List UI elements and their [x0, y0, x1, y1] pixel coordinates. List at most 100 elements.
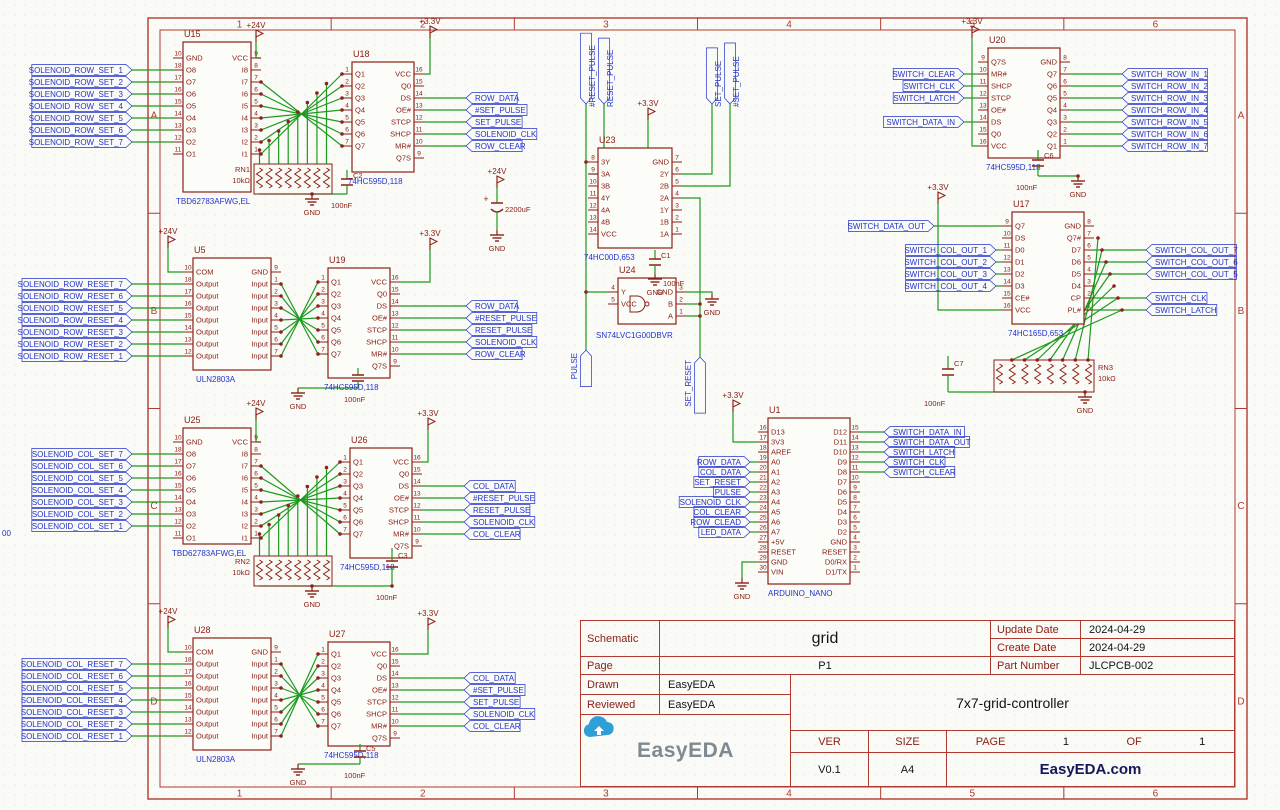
component-body[interactable]	[1011, 211, 1085, 325]
power-flag-24v[interactable]: +24V	[247, 399, 267, 420]
net-label-switch_col_out_5[interactable]: SWITCH_COL_OUT_5	[1145, 268, 1238, 280]
net-label-solenoid_row_reset_1[interactable]: SOLENOID_ROW_RESET_1	[18, 350, 133, 362]
power-flag-24v[interactable]: +24V	[247, 21, 267, 42]
net-label-#reset_pulse[interactable]: #RESET_PULSE	[580, 32, 598, 107]
net-label-switch_row_in_3[interactable]: SWITCH_ROW_IN_3	[1121, 92, 1208, 104]
wire[interactable]	[1011, 309, 1123, 361]
wire[interactable]	[741, 561, 758, 578]
power-flag-33v[interactable]: +3.3V	[637, 99, 659, 120]
net-label-set_reset[interactable]: SET_RESET	[684, 356, 706, 414]
net-label-solenoid_row_reset_7[interactable]: SOLENOID_ROW_RESET_7	[18, 278, 133, 290]
net-label-switch_latch[interactable]: SWITCH_LATCH	[883, 446, 956, 458]
component-body[interactable]	[327, 641, 391, 747]
net-label-pulse[interactable]: PULSE	[713, 486, 751, 498]
net-label-solenoid_clk[interactable]: SOLENOID_CLK	[463, 516, 536, 528]
net-label-row_clear[interactable]: ROW_CLEAR	[465, 140, 526, 152]
net-label-set_pulse[interactable]: SET_PULSE	[463, 696, 521, 708]
net-label-solenoid_clk[interactable]: SOLENOID_CLK	[678, 496, 751, 508]
net-label-solenoid_col_reset_2[interactable]: SOLENOID_COL_RESET_2	[21, 718, 133, 730]
net-label-solenoid_row_reset_6[interactable]: SOLENOID_ROW_RESET_6	[18, 290, 133, 302]
ground-flag[interactable]: GND	[304, 586, 321, 609]
component-body[interactable]	[192, 257, 272, 371]
net-label-set_pulse[interactable]: SET_PULSE	[706, 47, 724, 107]
power-flag-33v[interactable]: +3.3V	[419, 17, 441, 38]
net-label-solenoid_row_set_3[interactable]: SOLENOID_ROW_SET_3	[29, 88, 133, 100]
wire[interactable]	[682, 104, 713, 175]
net-label-col_data[interactable]: COL_DATA	[698, 466, 751, 478]
net-label-solenoid_col_set_1[interactable]: SOLENOID_COL_SET_1	[31, 520, 133, 532]
net-label-solenoid_row_set_6[interactable]: SOLENOID_ROW_SET_6	[29, 124, 133, 136]
ground-flag[interactable]: GND	[1070, 176, 1087, 199]
wire[interactable]	[260, 465, 341, 535]
net-label-solenoid_row_set_1[interactable]: SOLENOID_ROW_SET_1	[29, 64, 133, 76]
net-label-switch_col_out_7[interactable]: SWITCH_COL_OUT_7	[1145, 244, 1238, 256]
net-label-switch_clk[interactable]: SWITCH_CLK	[883, 456, 946, 468]
net-label-solenoid_col_reset_6[interactable]: SOLENOID_COL_RESET_6	[21, 670, 133, 682]
net-label-switch_data_out[interactable]: SWITCH_DATA_OUT	[848, 220, 935, 232]
net-label-switch_row_in_5[interactable]: SWITCH_ROW_IN_5	[1121, 116, 1208, 128]
net-label-col_clear[interactable]: COL_CLEAR	[693, 506, 751, 518]
net-label-row_clear[interactable]: ROW_CLEAR	[465, 348, 526, 360]
net-label-set_pulse[interactable]: SET_PULSE	[465, 116, 523, 128]
power-flag-33v[interactable]: +3.3V	[961, 17, 983, 38]
power-flag-24v[interactable]: +24V	[159, 607, 179, 628]
net-label-switch_clear[interactable]: SWITCH_CLEAR	[892, 68, 965, 80]
net-label-switch_clk[interactable]: SWITCH_CLK	[902, 80, 965, 92]
net-label-reset_pulse[interactable]: RESET_PULSE	[465, 324, 532, 336]
net-label-set_reset[interactable]: SET_RESET	[693, 476, 751, 488]
component-body[interactable]	[182, 427, 252, 545]
component-body[interactable]	[351, 61, 415, 173]
net-label-switch_col_out_6[interactable]: SWITCH_COL_OUT_6	[1145, 256, 1238, 268]
power-flag-24v[interactable]: +24V	[159, 227, 179, 248]
net-label-solenoid_col_set_6[interactable]: SOLENOID_COL_SET_6	[31, 460, 133, 472]
wire[interactable]	[280, 283, 319, 355]
wire[interactable]	[167, 248, 183, 273]
wire[interactable]	[400, 250, 431, 283]
net-label-switch_latch[interactable]: SWITCH_LATCH	[1145, 304, 1218, 316]
net-label-solenoid_clk[interactable]: SOLENOID_CLK	[463, 708, 536, 720]
ground-flag[interactable]: GND	[290, 764, 307, 787]
net-label-switch_data_in[interactable]: SWITCH_DATA_IN	[883, 426, 965, 438]
net-label-#set_pulse[interactable]: #SET_PULSE	[465, 104, 528, 116]
net-label-switch_col_out_3[interactable]: SWITCH_COL_OUT_3	[904, 268, 997, 280]
net-label-switch_col_out_1[interactable]: SWITCH_COL_OUT_1	[904, 244, 997, 256]
net-label-solenoid_row_set_2[interactable]: SOLENOID_ROW_SET_2	[29, 76, 133, 88]
net-label-switch_data_in[interactable]: SWITCH_DATA_IN	[883, 116, 965, 128]
ground-flag[interactable]: GND	[304, 194, 321, 217]
wire[interactable]	[167, 628, 183, 653]
net-label-solenoid_col_reset_3[interactable]: SOLENOID_COL_RESET_3	[21, 706, 133, 718]
capacitor[interactable]: 100nF	[344, 368, 366, 404]
net-label-col_clear[interactable]: COL_CLEAR	[463, 528, 521, 540]
net-label-switch_col_out_4[interactable]: SWITCH_COL_OUT_4	[904, 280, 997, 292]
power-flag-33v[interactable]: +3.3V	[419, 229, 441, 250]
ground-flag[interactable]: GND	[290, 388, 307, 411]
net-label-switch_row_in_7[interactable]: SWITCH_ROW_IN_7	[1121, 140, 1208, 152]
wire[interactable]	[400, 630, 429, 655]
net-label-#set_pulse[interactable]: #SET_PULSE	[463, 684, 526, 696]
rn-body[interactable]	[253, 163, 333, 195]
net-label-solenoid_col_set_3[interactable]: SOLENOID_COL_SET_3	[31, 496, 133, 508]
net-label-solenoid_col_reset_7[interactable]: SOLENOID_COL_RESET_7	[21, 658, 133, 670]
net-label-row_data[interactable]: ROW_DATA	[697, 456, 751, 468]
net-label-switch_row_in_1[interactable]: SWITCH_ROW_IN_1	[1121, 68, 1208, 80]
net-label-solenoid_row_set_5[interactable]: SOLENOID_ROW_SET_5	[29, 112, 133, 124]
net-label-col_clear[interactable]: COL_CLEAR	[463, 720, 521, 732]
wire[interactable]	[682, 197, 701, 317]
power-flag-33v[interactable]: +3.3V	[722, 391, 744, 412]
net-label-switch_data_out[interactable]: SWITCH_DATA_OUT	[883, 436, 971, 448]
net-label-solenoid_clk[interactable]: SOLENOID_CLK	[465, 128, 538, 140]
net-label-solenoid_col_reset_5[interactable]: SOLENOID_COL_RESET_5	[21, 682, 133, 694]
